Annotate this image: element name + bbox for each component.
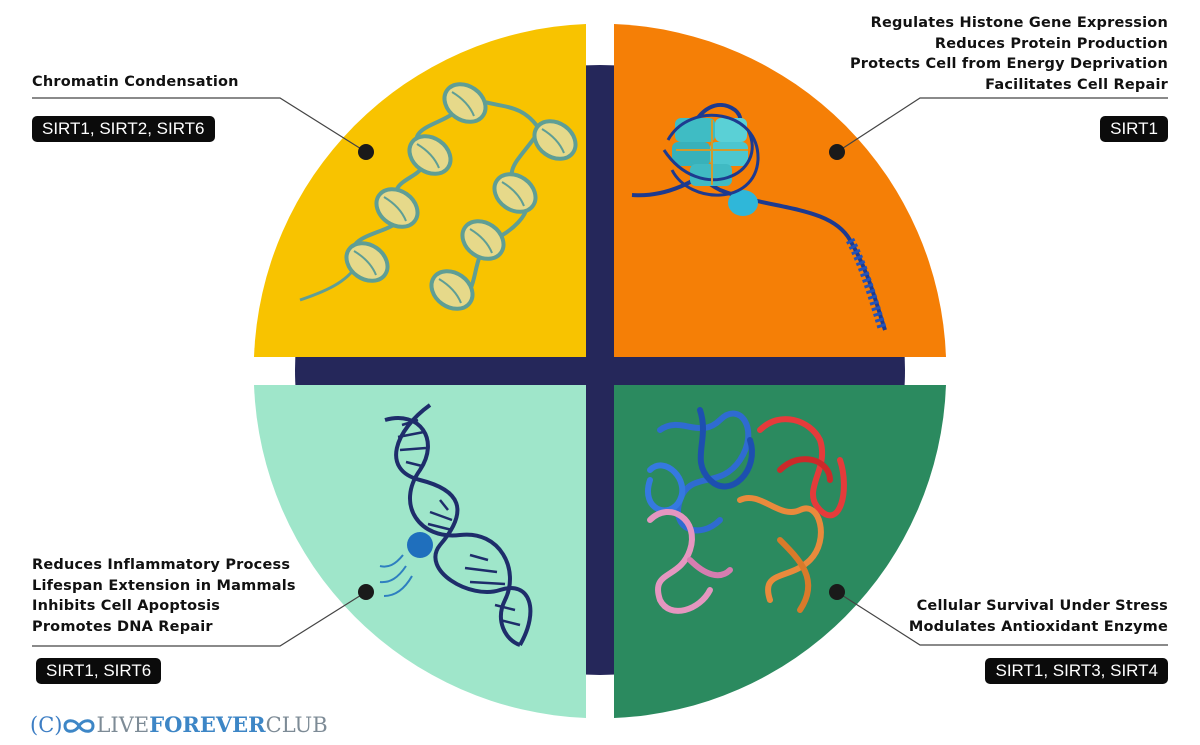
logo-copyright: (C)	[30, 713, 63, 737]
protein-structure-illustration	[645, 407, 847, 614]
chromatin-fibre-illustration	[299, 82, 578, 311]
top-right-functions: Regulates Histone Gene Expression Reduce…	[850, 13, 1168, 95]
top-left-sirtuin-badge: SIRT1, SIRT2, SIRT6	[32, 116, 215, 142]
function-label: Chromatin Condensation	[32, 74, 239, 90]
logo-forever: FOREVER	[149, 712, 266, 737]
function-label: Promotes DNA Repair	[32, 618, 213, 635]
logo-live: LIVE	[96, 713, 150, 737]
top-right-sirtuin-badge: SIRT1	[1100, 116, 1168, 142]
function-label: Protects Cell from Energy Deprivation	[849, 56, 1168, 72]
function-label: Reduces Inflammatory Process	[32, 557, 291, 573]
bottom-left-functions: Reduces Inflammatory Process Lifespan Ex…	[32, 555, 296, 637]
function-label: Lifespan Extension in Mammals	[32, 577, 296, 594]
function-label: Cellular Survival Under Stress	[916, 598, 1168, 614]
bottom-right-functions: Cellular Survival Under Stress Modulates…	[909, 596, 1168, 637]
function-label: Inhibits Cell Apoptosis	[32, 598, 221, 614]
function-label: Facilitates Cell Repair	[985, 76, 1168, 93]
connector-dot-bottom-right	[829, 584, 845, 600]
bottom-right-sirtuin-badge: SIRT1, SIRT3, SIRT4	[985, 658, 1168, 684]
connector-lines	[32, 97, 1168, 647]
infinity-icon	[62, 716, 96, 742]
connector-dot-top-left	[358, 144, 374, 160]
function-label: Reduces Protein Production	[934, 35, 1168, 52]
bottom-left-sirtuin-badge: SIRT1, SIRT6	[36, 658, 162, 684]
top-left-functions: Chromatin Condensation	[32, 72, 239, 93]
connector-dot-top-right	[829, 144, 845, 160]
connector-dot-bottom-left	[358, 584, 374, 600]
function-label: Modulates Antioxidant Enzyme	[908, 618, 1168, 635]
function-label: Regulates Histone Gene Expression	[870, 15, 1168, 31]
dna-helix-illustration	[379, 403, 533, 647]
logo-club: CLUB	[265, 713, 328, 737]
liveforeverclub-logo: (C) LIVEFOREVERCLUB	[30, 712, 328, 742]
nucleosome-illustration	[631, 103, 887, 331]
quadrant-bottom-right	[614, 385, 946, 718]
